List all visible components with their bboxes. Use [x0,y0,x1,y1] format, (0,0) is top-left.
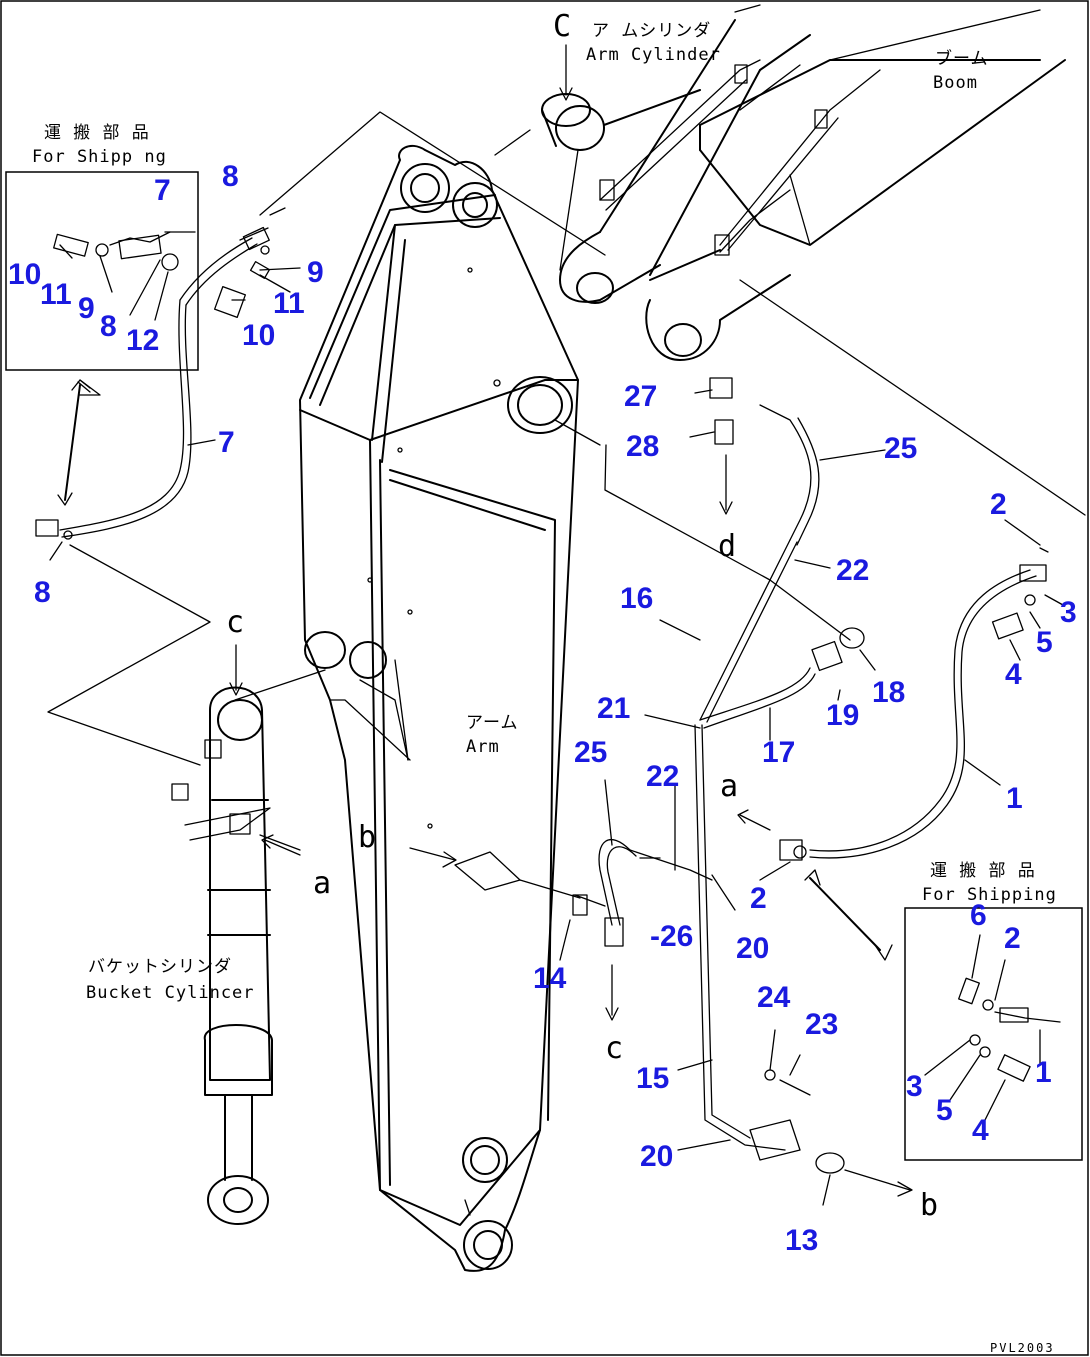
part-number-22-lower: 22 [646,760,679,793]
part-number-8-box: 8 [100,310,117,343]
arm-piping [454,377,865,1174]
arm-en-label: Arm [466,737,500,757]
leader-lines [49,244,1064,1206]
bucket-cylinder-en-label: Bucket Cylincer [86,983,255,1003]
part-number-20: 20 [736,932,769,965]
arrows [229,44,913,1197]
part-number-23: 23 [805,1008,838,1041]
part-number-19: 19 [826,699,859,732]
text-labels: ア ムシリンダ Arm Cylinder ブーム Boom アーム Arm バケ… [32,21,1057,1355]
hose-7 [35,207,286,540]
arm-cylinder-en-label: Arm Cylinder [586,45,721,65]
part-number-25-lower: 25 [574,736,607,769]
part-number-20-lower: 20 [640,1140,673,1173]
part-number-11: 11 [273,287,305,320]
part-number-25: 25 [884,432,917,465]
ref-letter-a-line: a [720,769,738,804]
part-number-21: 21 [597,692,630,725]
drawing-code: PVL2003 [990,1341,1055,1355]
part-number-26: -26 [650,920,693,953]
boom-jp-label: ブーム [935,48,989,69]
arm-jp-label: アーム [466,713,518,733]
bucket-cylinder-drawing [171,686,301,1225]
boom-en-label: Boom [933,73,978,93]
part-number-12: 12 [126,324,159,357]
part-number-3-box: 3 [906,1070,923,1103]
part-number-callouts: 1 1 2 2 2 3 3 4 4 5 5 6 7 7 8 8 8 9 9 10… [8,160,1077,1257]
part-number-6: 6 [970,899,987,932]
part-number-8-lower: 8 [34,576,51,609]
part-number-14: 14 [533,962,567,995]
part-number-2-box: 2 [1004,922,1021,955]
reference-letters: C c a a b b c d [226,9,938,1223]
part-number-17: 17 [762,736,795,769]
part-number-8: 8 [222,160,239,193]
part-number-18: 18 [872,676,905,709]
shipping-box-left [5,171,199,506]
part-number-24: 24 [757,981,791,1014]
arm-cylinder-jp-label: ア ムシリンダ [592,21,711,41]
part-number-7-box: 7 [154,174,171,207]
ref-letter-c-top: C [553,9,571,44]
part-number-28: 28 [626,430,659,463]
ref-letter-d: d [718,529,736,564]
boom-drawing [559,4,1066,361]
ref-letter-c-bottom: c [605,1031,623,1066]
part-number-10-box: 10 [8,258,41,291]
part-number-1-box: 1 [1035,1056,1052,1089]
part-number-3: 3 [1060,596,1077,629]
part-number-16: 16 [620,582,653,615]
part-number-2-lower: 2 [750,882,767,915]
part-number-22: 22 [836,554,869,587]
part-number-9: 9 [307,256,324,289]
shipping-right-en-label: For Shipping [922,885,1057,905]
part-number-1: 1 [1006,782,1023,815]
shipping-right-jp-label: 運 搬 部 品 [930,861,1036,881]
part-number-9-box: 9 [78,292,95,325]
arm-drawing [299,144,579,1272]
bucket-cylinder-jp-label: バケットシリンダ [88,957,232,977]
ref-letter-b-bottom: b [920,1188,938,1223]
shipping-left-jp-label: 運 搬 部 品 [44,123,150,143]
ref-letter-b-arm: b [358,820,376,855]
shipping-box-right [804,869,1083,1161]
part-number-11-box: 11 [40,278,72,311]
shipping-left-en-label: For Shipp ng [32,147,167,167]
part-number-5: 5 [1036,626,1053,659]
part-number-10: 10 [242,319,275,352]
part-number-4: 4 [1005,658,1022,691]
part-number-15: 15 [636,1062,669,1095]
part-number-27: 27 [624,380,657,413]
part-number-13: 13 [785,1224,818,1257]
part-number-5-box: 5 [936,1094,953,1127]
ref-letter-c-left: c [226,605,244,640]
ref-letter-a-cylinder: a [313,866,331,901]
hose-1 [779,547,1049,861]
reference-lines [47,111,1086,766]
part-number-7: 7 [218,426,235,459]
part-number-4-box: 4 [972,1114,989,1147]
part-number-2: 2 [990,488,1007,521]
